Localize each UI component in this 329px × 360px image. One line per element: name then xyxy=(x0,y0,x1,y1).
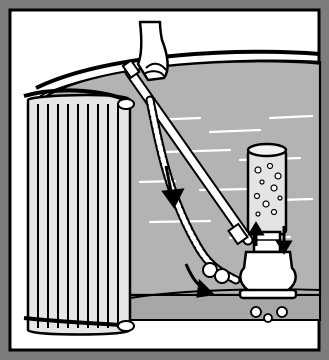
debris-canister-icon xyxy=(248,144,286,252)
pool-wall-icon xyxy=(24,90,134,334)
